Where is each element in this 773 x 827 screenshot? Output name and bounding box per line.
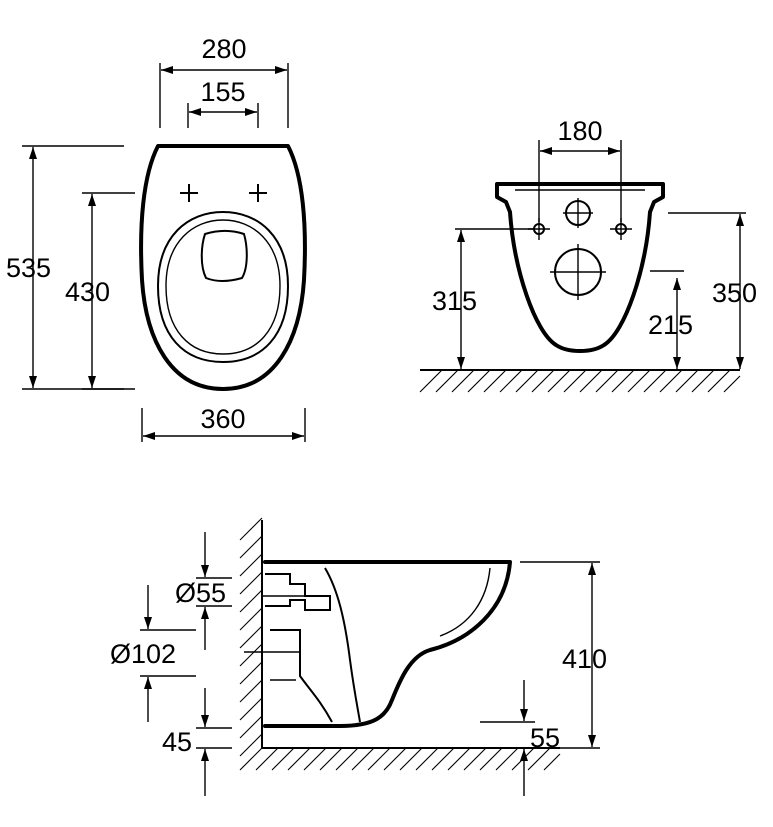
floor-hatch-rear — [419, 369, 741, 393]
dim-label-155: 155 — [200, 77, 245, 107]
seat-rim — [156, 210, 290, 364]
dim-label-45: 45 — [162, 727, 192, 757]
dim-label-55: 55 — [530, 723, 560, 753]
trap-siphon — [265, 573, 331, 611]
fixing-cross-right — [249, 184, 267, 202]
bowl-outline-rear — [495, 182, 665, 353]
rear-fixing-right — [610, 218, 632, 240]
floor-hatch-side — [239, 747, 561, 771]
dim-label-350: 350 — [712, 278, 757, 308]
wall-hatch — [239, 517, 263, 757]
rear-fixing-left — [528, 218, 550, 240]
dim-label-215: 215 — [648, 310, 693, 340]
bowl-opening — [200, 230, 248, 282]
dim-label-410: 410 — [562, 644, 607, 674]
dim-label-inlet-diameter: Ø55 — [175, 578, 226, 608]
dim-label-280: 280 — [201, 34, 246, 64]
bowl-outline-top — [139, 144, 307, 391]
top-view: 280 155 535 430 360 — [6, 34, 307, 442]
bowl-outline-side — [263, 560, 512, 728]
dim-label-315: 315 — [432, 286, 477, 316]
bowl-inner-contour — [324, 567, 361, 723]
side-view: Ø55 Ø102 45 55 410 — [110, 517, 607, 796]
rear-view: 180 315 215 350 — [419, 116, 757, 393]
dim-label-535: 535 — [6, 253, 51, 283]
dim-label-360: 360 — [200, 404, 245, 434]
fixing-cross-left — [180, 184, 198, 202]
dim-label-outlet-diameter: Ø102 — [110, 639, 176, 669]
dim-label-180: 180 — [557, 116, 602, 146]
dim-label-430: 430 — [65, 277, 110, 307]
